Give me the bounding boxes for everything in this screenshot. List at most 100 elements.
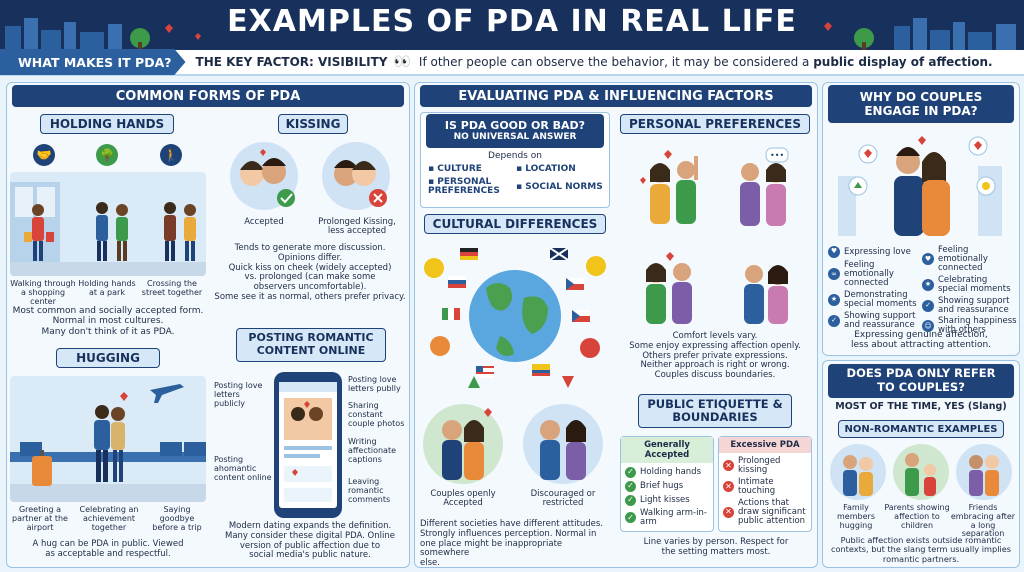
- why-reasons-right: ♥Feeling emotionally connected ★Celebrat…: [922, 246, 1018, 338]
- non-romantic-title: NON-ROMANTIC EXAMPLES: [838, 420, 1004, 438]
- check-icon: ✓: [625, 481, 636, 492]
- link-icon: ∞: [828, 268, 840, 281]
- couple-walk-icon: 🚶: [160, 144, 182, 166]
- reason-item: ★Demonstrating special moments: [828, 290, 922, 309]
- cultural-accepted-caption: Couples openly Accepted: [430, 489, 496, 509]
- couples-only-header: DOES PDA ONLY REFER TO COUPLES?: [828, 364, 1014, 398]
- reason-item: ✓Showing support and reassurance: [922, 296, 1018, 315]
- holding-caption-2: Holding hands at a park: [78, 279, 136, 297]
- couple-accepted-illustration: [423, 404, 503, 484]
- key-factor-description: If other people can observe the behavior…: [418, 55, 993, 69]
- cultural-text: Different societies have different attit…: [420, 519, 603, 569]
- evaluating-header: EVALUATING PDA & INFLUENCING FACTORS: [420, 85, 812, 107]
- why-header: WHY DO COUPLES ENGAGE IN PDA?: [828, 85, 1014, 123]
- park-icon: 🌳: [96, 144, 118, 166]
- accepted-item: ✓Brief hugs: [625, 481, 709, 492]
- holding-hands-text: Most common and socially accepted form.N…: [12, 306, 204, 337]
- reason-item: ♥Expressing love: [828, 246, 922, 258]
- smartphone-illustration: [274, 372, 342, 518]
- check-icon: ✓: [625, 495, 636, 506]
- accepted-item: ✓Walking arm-in-arm: [625, 509, 709, 527]
- key-factor-bar: WHAT MAKES IT PDA? THE KEY FACTOR: VISIB…: [0, 49, 1024, 76]
- reason-item: ★Celebrating special moments: [922, 275, 1018, 294]
- reason-item: ∞Feeling emotionally connected: [828, 261, 922, 288]
- excessive-pda-box: Excessive PDA ✕Prolonged kissing ✕Intima…: [718, 436, 812, 532]
- personal-preferences-title: PERSONAL PREFERENCES: [620, 114, 810, 134]
- couples-only-text: Public affection exists outside romantic…: [830, 535, 1012, 564]
- hugging-caption-1: Greeting a partner at the airport: [12, 505, 68, 532]
- why-couple-illustration: [838, 136, 1002, 236]
- holding-caption-1: Walking through a shopping center: [10, 279, 76, 306]
- x-icon: ✕: [723, 460, 734, 472]
- excessive-item: ✕Actions that draw significant public at…: [723, 498, 807, 526]
- heart-icon: ♥: [828, 246, 840, 258]
- check-icon: ✓: [625, 467, 636, 478]
- depends-on-label: Depends on: [488, 151, 542, 161]
- reason-item: ♥Feeling emotionally connected: [922, 246, 1018, 273]
- kissing-prolonged-caption: Prolonged Kissing, less accepted: [318, 217, 396, 237]
- handshake-icon: 🤝: [33, 144, 55, 166]
- eyes-icon: 👀: [393, 54, 411, 70]
- holding-hands-title: HOLDING HANDS: [40, 114, 174, 134]
- hugging-title: HUGGING: [56, 348, 160, 368]
- cultural-differences-title: CULTURAL DIFFERENCES: [424, 214, 606, 234]
- x-icon: ✕: [723, 506, 734, 518]
- accepted-item: ✓Light kisses: [625, 495, 709, 506]
- thumbs-up-icon: ★: [828, 293, 840, 306]
- city-skyline-right: [824, 18, 1016, 50]
- generally-accepted-title: Generally Accepted: [621, 437, 713, 463]
- hugging-caption-3: Saying goodbye before a trip: [152, 505, 202, 532]
- reason-item: ☺Sharing happiness with others: [922, 317, 1018, 335]
- couples-only-answer: MOST OF THE TIME, YES (Slang): [835, 401, 1007, 412]
- x-icon: ✕: [723, 481, 734, 493]
- personal-open-couples-illustration: •••: [640, 147, 789, 226]
- reason-item: ✓Showing support and reassurance: [828, 311, 922, 330]
- posting-text: Modern dating expands the definition.Man…: [225, 521, 395, 561]
- personal-private-couples-illustration: [646, 252, 788, 324]
- why-reasons-left: ♥Expressing love ∞Feeling emotionally co…: [828, 246, 922, 332]
- posting-label-right-1: Posting love letters publly: [348, 375, 401, 393]
- excessive-item: ✕Intimate touching: [723, 477, 807, 496]
- posting-label-right-2: Sharing constant couple photos: [348, 401, 405, 428]
- cultural-discouraged-caption: Discouraged or restricted: [530, 489, 596, 509]
- support-icon: ✓: [922, 299, 934, 312]
- factors-right: ▪ LOCATION ▪ SOCIAL NORMS: [516, 164, 603, 192]
- personal-preferences-text: Comfort levels vary.Some enjoy expressin…: [629, 331, 801, 381]
- kissing-text: Tends to generate more discussion.Opinio…: [214, 243, 406, 302]
- page-title: EXAMPLES OF PDA IN REAL LIFE: [227, 4, 797, 39]
- posting-label-right-4: Leaving romantic comments: [348, 477, 391, 504]
- key-factor-text: THE KEY FACTOR: VISIBILITY: [195, 55, 388, 69]
- posting-label-left-1: Posting love letters publicly: [214, 381, 263, 408]
- non-romantic-illustrations: [830, 444, 1012, 500]
- star-icon: ★: [922, 278, 934, 291]
- city-skyline-left: [5, 18, 201, 50]
- check-icon: ✓: [625, 512, 636, 524]
- kissing-accepted-illustration: [230, 142, 298, 210]
- factors-left: ▪ CULTURE ▪ PERSONAL PREFERENCES: [428, 164, 500, 197]
- why-text: Expressing genuine affection,less about …: [850, 330, 992, 351]
- non-romantic-caption-1: Family members hugging: [837, 503, 875, 530]
- excessive-item: ✕Prolonged kissing: [723, 457, 807, 475]
- svg-text:•••: •••: [770, 151, 784, 160]
- excessive-pda-title: Excessive PDA: [719, 437, 811, 453]
- common-forms-header: COMMON FORMS OF PDA: [12, 85, 404, 107]
- generally-accepted-box: Generally Accepted ✓Holding hands ✓Brief…: [620, 436, 714, 532]
- share-icon: ☺: [922, 320, 934, 333]
- posting-online-title: POSTING ROMANTIC CONTENT ONLINE: [236, 328, 386, 362]
- kissing-accepted-caption: Accepted: [244, 217, 284, 227]
- kissing-title: KISSING: [278, 114, 348, 134]
- non-romantic-caption-2: Parents showing affection to children: [884, 503, 950, 530]
- accepted-item: ✓Holding hands: [625, 467, 709, 478]
- public-etiquette-title: PUBLIC ETIQUETTE & BOUNDARIES: [638, 394, 792, 428]
- what-makes-pda-label: WHAT MAKES IT PDA?: [0, 49, 186, 75]
- hugging-caption-2: Celebrating an achievement together: [79, 505, 139, 532]
- couple-discouraged-illustration: [523, 404, 603, 484]
- posting-label-right-3: Writing affectionate captions: [348, 437, 397, 464]
- heart-icon: ♥: [922, 253, 934, 266]
- globe-flags-illustration: [424, 247, 606, 388]
- holding-caption-3: Crossing the street together: [141, 279, 203, 297]
- non-romantic-caption-3: Friends embracing after a long separatio…: [950, 503, 1016, 539]
- posting-label-left-2: Posting ahomantic content online: [214, 455, 272, 482]
